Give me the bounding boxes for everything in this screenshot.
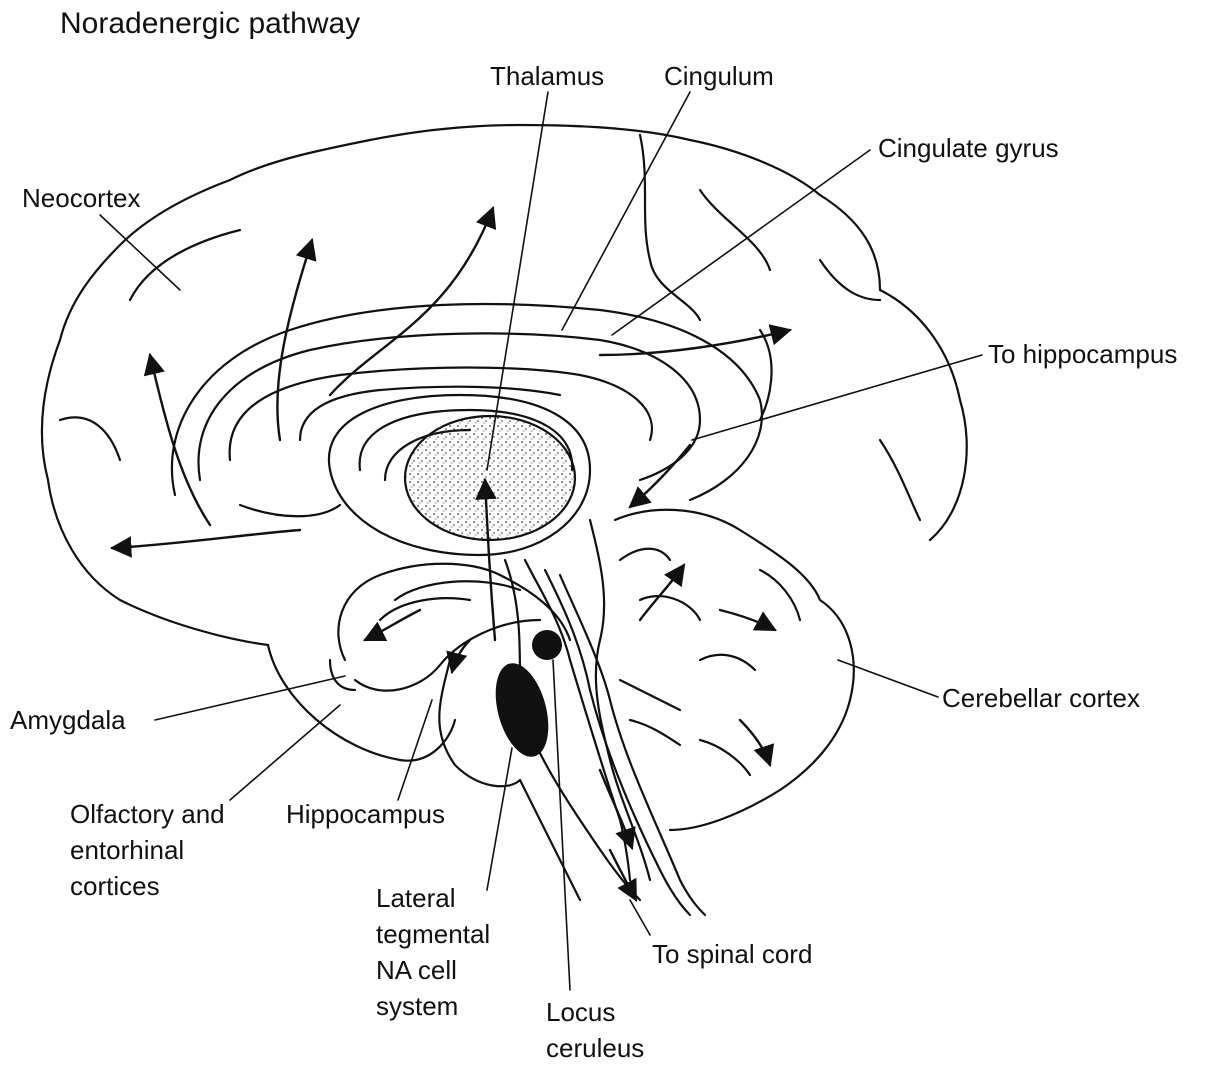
- label-lateral-line-3: NA cell: [376, 952, 490, 988]
- projection-arrow-amygdala: [365, 610, 420, 640]
- projection-arrow-spinal-2: [610, 850, 636, 900]
- label-lateral-tegmental: Lateral tegmental NA cell system: [376, 880, 490, 1024]
- leader-thalamus: [487, 92, 548, 470]
- label-cerebellar-cortex: Cerebellar cortex: [942, 680, 1140, 716]
- label-olfactory-line-1: Olfactory and: [70, 796, 225, 832]
- diagram-title: Noradenergic pathway: [60, 6, 360, 42]
- label-amygdala: Amygdala: [10, 702, 126, 738]
- label-to-hippocampus: To hippocampus: [988, 336, 1177, 372]
- label-locus-ceruleus: Locus ceruleus: [546, 994, 644, 1066]
- label-olfactory-line-2: entorhinal: [70, 832, 225, 868]
- projection-arrow-cerebellum-up: [640, 565, 684, 620]
- projection-arrow-cerebellum-down: [740, 720, 770, 765]
- label-locus-line-2: ceruleus: [546, 1030, 644, 1066]
- projection-arrow-hippocampus: [630, 445, 690, 507]
- locus-ceruleus-dot: [532, 630, 562, 660]
- leader-cingulate-gyrus: [612, 150, 870, 335]
- cortex-outline: [42, 125, 967, 645]
- thalamus-body: [405, 416, 575, 540]
- leader-hippocampus: [398, 700, 432, 800]
- leader-spinal-cord: [630, 900, 650, 935]
- label-locus-line-1: Locus: [546, 994, 644, 1030]
- label-thalamus: Thalamus: [490, 58, 604, 94]
- leader-lateral-tegmental: [487, 748, 512, 890]
- label-cingulate-gyrus: Cingulate gyrus: [878, 130, 1059, 166]
- label-to-spinal-cord: To spinal cord: [652, 936, 812, 972]
- projection-arrow-cerebellum-right: [720, 610, 775, 630]
- label-hippocampus: Hippocampus: [286, 796, 445, 832]
- label-cingulum: Cingulum: [664, 58, 774, 94]
- label-olfactory-line-3: cortices: [70, 868, 225, 904]
- leader-olfactory: [230, 705, 340, 800]
- label-olfactory-entorhinal: Olfactory and entorhinal cortices: [70, 796, 225, 904]
- label-lateral-line-2: tegmental: [376, 916, 490, 952]
- label-lateral-line-1: Lateral: [376, 880, 490, 916]
- cerebellum-outline: [615, 510, 854, 830]
- leader-to-hippocampus: [692, 355, 982, 440]
- projection-arrow-neocortex-1: [277, 240, 312, 440]
- leader-amygdala: [155, 676, 345, 720]
- leader-cingulum: [562, 92, 690, 330]
- label-neocortex: Neocortex: [22, 180, 141, 216]
- label-lateral-line-4: system: [376, 988, 490, 1024]
- lateral-tegmental-body: [486, 657, 557, 762]
- leader-locus-ceruleus: [553, 660, 570, 990]
- projection-arrow-frontal-left: [112, 530, 300, 548]
